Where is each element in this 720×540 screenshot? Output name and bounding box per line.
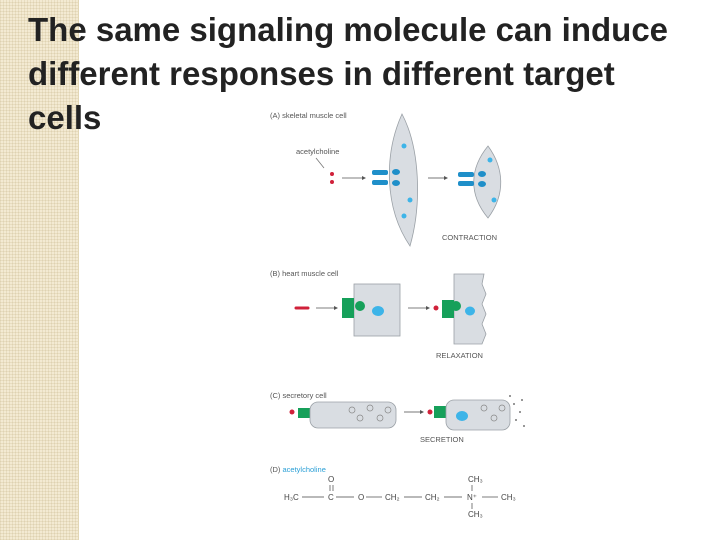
receptor-channel xyxy=(392,180,400,186)
nucleus xyxy=(487,157,493,163)
arrow-head xyxy=(362,176,366,180)
nucleus xyxy=(401,213,407,219)
carbonyl-oxygen: O xyxy=(328,475,334,484)
arrow-head xyxy=(420,410,424,414)
receptor-head xyxy=(355,301,365,311)
panel-a-skeletal-muscle: (A) skeletal muscle cell acetylcholine C… xyxy=(270,111,502,247)
receptor xyxy=(298,408,310,418)
panel-d-acetylcholine: (D) acetylcholine O H₃C C O CH₂ CH₂ CH₃ … xyxy=(270,465,516,518)
secreted-particle xyxy=(513,403,515,405)
arrow-head xyxy=(426,306,430,310)
secretion-label: SECRETION xyxy=(420,435,464,444)
ligand-dot xyxy=(433,305,439,311)
vesicle xyxy=(490,414,498,422)
vesicle xyxy=(366,404,374,412)
methylene-2: CH₂ xyxy=(425,493,440,502)
methylene-1: CH₂ xyxy=(385,493,400,502)
vesicle xyxy=(348,406,356,414)
contraction-label: CONTRACTION xyxy=(442,233,497,242)
slide-title: The same signaling molecule can induce d… xyxy=(28,11,669,136)
receptor-channel xyxy=(478,181,486,187)
vesicle xyxy=(480,404,488,412)
receptor xyxy=(372,170,388,175)
nucleus xyxy=(456,411,468,421)
nucleus xyxy=(465,306,475,316)
secreted-particle xyxy=(521,399,523,401)
secreted-particle xyxy=(519,411,521,413)
receptor xyxy=(458,181,474,186)
ligand-dot xyxy=(289,409,295,415)
panel-c-label: (C) secretory cell xyxy=(270,391,327,400)
receptor xyxy=(434,406,446,418)
secreted-particle xyxy=(515,419,517,421)
carbonyl-carbon: C xyxy=(328,493,334,502)
nucleus xyxy=(407,197,413,203)
secreted-particle xyxy=(509,395,511,397)
skeletal-muscle-cell xyxy=(389,113,418,247)
panel-b-label: (B) heart muscle cell xyxy=(270,269,339,278)
nucleus xyxy=(401,143,407,149)
ligand-dot xyxy=(330,172,334,176)
arrow-head xyxy=(444,176,448,180)
panel-a-label: (A) skeletal muscle cell xyxy=(270,111,347,120)
receptor xyxy=(342,298,354,318)
nucleus xyxy=(372,306,384,316)
relaxation-label: RELAXATION xyxy=(436,351,483,360)
arrow-head xyxy=(334,306,338,310)
quaternary-nitrogen: N⁺ xyxy=(467,493,477,502)
receptor-channel xyxy=(392,169,400,175)
nucleus xyxy=(491,197,497,203)
methyl-group: H₃C xyxy=(284,493,299,502)
vesicle xyxy=(498,404,506,412)
receptor-head xyxy=(451,301,461,311)
methyl-top: CH₃ xyxy=(468,475,483,484)
methyl-bottom: CH₃ xyxy=(468,510,483,518)
secreted-particle xyxy=(523,425,525,427)
contracted-muscle-cell xyxy=(473,145,502,219)
receptor xyxy=(458,172,474,177)
secretory-cell xyxy=(309,401,397,429)
secreting-cell xyxy=(445,399,511,431)
ligand-dot xyxy=(427,409,433,415)
panel-d-label: (D) acetylcholine xyxy=(270,465,326,474)
vesicle xyxy=(356,414,364,422)
signaling-diagram: (A) skeletal muscle cell acetylcholine C… xyxy=(270,111,525,518)
receptor xyxy=(442,300,454,318)
vesicle xyxy=(376,414,384,422)
vesicle xyxy=(384,406,392,414)
panel-c-secretory: (C) secretory cell SECRETION xyxy=(270,391,525,444)
ester-oxygen: O xyxy=(358,493,364,502)
panel-b-heart-muscle: (B) heart muscle cell RELAXATION xyxy=(270,269,487,360)
leader-line xyxy=(315,157,325,169)
ligand-dot xyxy=(330,180,334,184)
panel-d-molecule-name: acetylcholine xyxy=(283,465,326,474)
receptor-channel xyxy=(478,171,486,177)
panel-d-prefix: (D) xyxy=(270,465,283,474)
decorative-side-strip xyxy=(0,0,79,540)
receptor xyxy=(372,180,388,185)
methyl-right: CH₃ xyxy=(501,493,516,502)
acetylcholine-label: acetylcholine xyxy=(296,147,339,156)
